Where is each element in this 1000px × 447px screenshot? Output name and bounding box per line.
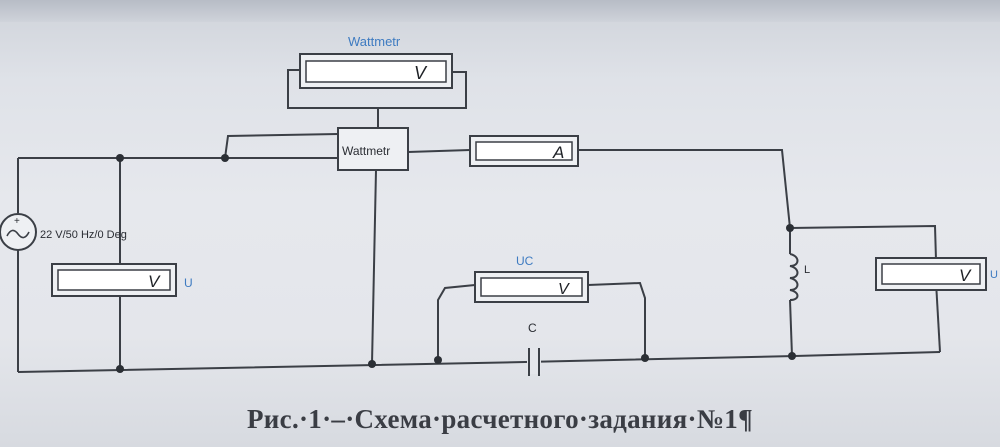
voltmeter-ul: V [875, 257, 987, 291]
inductor-coil [789, 253, 799, 301]
voltmeter-u-display: V [148, 272, 161, 291]
source-label: 22 V/50 Hz/0 Deg [40, 229, 127, 241]
wattmeter-box-label: Wattmetr [342, 144, 390, 158]
ammeter-dial [475, 141, 573, 161]
circuit-diagram: V Wattmetr Wattmetr A + 22 V/50 Hz/0 Deg… [0, 34, 998, 376]
source-polarity: + [14, 216, 20, 227]
wire-l-bottom [789, 299, 793, 357]
junction-dot [786, 224, 794, 232]
ac-source: + [0, 213, 37, 251]
voltmeter-ul-dial [881, 263, 981, 285]
wire-uc-right [587, 281, 646, 358]
capacitor-gap [527, 348, 541, 374]
voltmeter-uc-display: V [558, 281, 570, 298]
junction-dot [116, 365, 124, 373]
wire-top-right [578, 149, 791, 229]
figure-caption: Рис.·1·–·Схема·расчетного·задания·№1¶ [247, 404, 753, 434]
junction-dot [788, 352, 796, 360]
voltmeter-ul-label: U [990, 269, 998, 281]
wire-ul-bottom [935, 281, 941, 353]
inductor [789, 253, 799, 301]
voltmeter-u-label: U [184, 276, 193, 290]
ammeter-display: A [552, 143, 564, 162]
voltmeter-u-dial [57, 269, 171, 291]
junction-dot [221, 154, 229, 162]
source-body [0, 213, 37, 251]
wire-to-ammeter [407, 149, 471, 153]
wattmeter-top-display: V [414, 63, 428, 83]
capacitor [527, 348, 541, 376]
capacitor-label: C [528, 321, 537, 335]
junction-dot [116, 154, 124, 162]
wattmeter-top-label: Wattmetr [348, 34, 401, 49]
wattmeter-box: Wattmetr [337, 127, 409, 171]
wattmeter-top-dial [305, 60, 447, 83]
ammeter: A [469, 135, 579, 167]
wire-wattmeter-feed [224, 133, 339, 159]
wire-wattmeter-return [371, 169, 377, 365]
wattmeter-box-body [337, 127, 409, 171]
junction-dot [368, 360, 376, 368]
voltmeter-uc: V [474, 271, 589, 303]
sine-icon [6, 229, 30, 239]
voltmeter-uc-label: UC [516, 254, 534, 268]
page-top-edge [0, 0, 1000, 22]
voltmeter-ul-display: V [959, 266, 972, 285]
voltmeter-u: V [51, 263, 177, 297]
junction-dot [434, 356, 442, 364]
junctions [116, 154, 796, 373]
inductor-label: L [804, 264, 810, 276]
voltmeter-uc-dial [480, 277, 583, 297]
wire-uc-left [437, 284, 476, 360]
wire-ul-top [789, 224, 937, 261]
wires [17, 69, 941, 373]
wire-bottom [17, 351, 941, 373]
wattmeter-top-meter: V [299, 53, 453, 89]
junction-dot [641, 354, 649, 362]
